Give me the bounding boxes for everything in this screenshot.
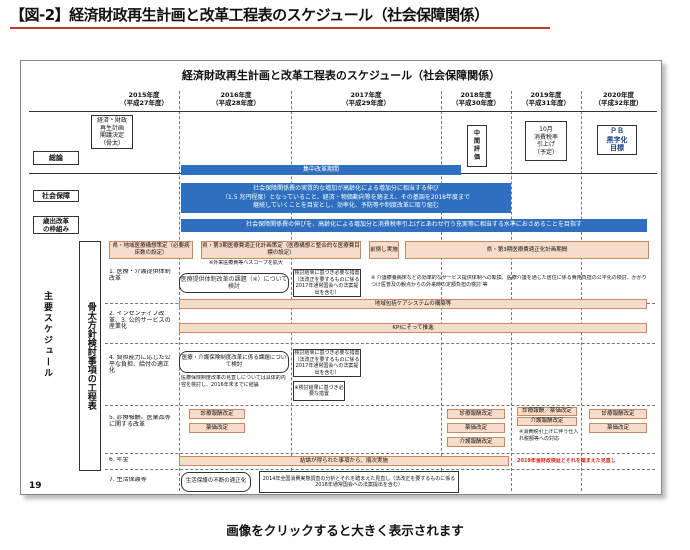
item5-yakka-2020: 薬価改定	[589, 423, 647, 433]
divider	[441, 91, 442, 491]
decision-box: 経済・財政 再生計画 閣議決定 （骨太）	[91, 115, 133, 149]
item5-shinryo-2016: 診療報酬改定	[189, 409, 245, 419]
divider	[581, 91, 582, 491]
item1-box2: 検討結果に基づき必要な措置（法改正を要するものに係る2017年通常国会への法案提…	[293, 269, 361, 297]
year-2016: 2016年度（平成28年度）	[211, 91, 261, 107]
item7-box: 生活保護の不断の適正化	[181, 472, 251, 492]
arrow-chiiki: 県・地域医療構想策定（必要病床数の設定）	[109, 241, 193, 259]
page-title: 【図-2】経済財政再生計画と改革工程表のスケジュール（社会保障関係）	[10, 6, 489, 24]
divider	[291, 91, 292, 491]
slide-image[interactable]: 経済財政再生計画と改革工程表のスケジュール（社会保障関係） 2015年度（平成2…	[20, 60, 662, 495]
saishutsu-label: 歳出改革 の枠組み	[33, 216, 79, 234]
arrow-tekiseika: 県・第3期医療費適正化計画策定（医療構想と整合的な医療費目標の設定）	[201, 241, 361, 259]
item5-shinryo-2020: 診療報酬改定	[589, 409, 647, 419]
row-rule	[105, 405, 655, 406]
shakai-label: 社会保障	[33, 190, 79, 202]
note-hoken: ※外来医療費等へスコープを拡大	[209, 260, 283, 266]
year-2017: 2017年度（平成29年度）	[341, 91, 391, 107]
item5-kaigo-2019: 介護報酬改定	[517, 417, 577, 426]
interim-eval-box: 中 間 評 価	[467, 125, 487, 167]
shakai-policy-box: 社会保障関係費の実質的な増加が高齢化による増加分に相当する伸び （1.5 兆円程…	[181, 183, 511, 213]
divider	[179, 91, 180, 491]
item5-shinryo-2018: 診療報酬改定	[447, 409, 505, 419]
item2-label: 2. インセンティブ改革、3. 公的サービスの産業化	[109, 311, 171, 330]
item1-label: 1. 医療・介護提供体制改革	[109, 269, 171, 282]
item5-yakka-2016: 薬価改定	[189, 423, 245, 433]
box-maedaoshi: 前倒し実施	[369, 241, 399, 259]
year-2018: 2018年度（平成30年度）	[451, 91, 501, 107]
divider	[511, 91, 512, 491]
item5-kaigo-2018: 介護報酬改定	[447, 437, 505, 447]
item6-label: 6. 年金	[109, 457, 129, 463]
year-2020: 2020年度（平成32年度）	[594, 91, 643, 107]
row-rule	[29, 111, 657, 112]
arrow-chiiki-houkatsu: 地域包括ケアシステムの構築等	[179, 299, 647, 309]
note-1: ※ 介護療養病床などの効率的なサービス提供体制への転換、医療介護を通じた居住に係…	[371, 275, 647, 288]
item5-yakka-2018: 薬価改定	[447, 423, 505, 433]
saishutsu-policy-box: 社会保障関係費の伸びを、高齢化による増加分と消費税率引上げとあわせ行う充実等に相…	[181, 219, 647, 232]
row-rule	[105, 343, 655, 344]
item4-label: 4. 負担能力に応じた公平な負担、給付の適正化	[109, 355, 171, 374]
click-to-enlarge-caption[interactable]: 画像をクリックすると大きく表示されます	[226, 523, 464, 538]
item1-box1: 医療提供体制改革の課題（※）について検討	[179, 273, 289, 293]
pb-target-box: ＰＢ 黒字化 目標	[597, 125, 637, 155]
item4-box3: ※検討結果に基づき必要な措置	[293, 381, 345, 401]
tax-hike-box: 10月 消費税率 引上げ （予定）	[525, 121, 567, 161]
main-schedule-label: 主要スケジュール	[42, 291, 52, 379]
item5-label: 5. 診療報酬、医薬品等に関する改革	[109, 415, 171, 428]
year-2019: 2019年度（平成31年度）	[521, 91, 571, 107]
title-rule	[10, 27, 550, 29]
note-4: 医療保険制度改革の見直しについては具体的内容を検討し、2016年末までに結論	[181, 375, 286, 388]
arrow-kpi: KPIにそって推進	[179, 323, 647, 333]
slide-title: 経済財政再生計画と改革工程表のスケジュール（社会保障関係）	[181, 69, 501, 82]
row-rule	[105, 469, 655, 470]
item4-box2: 検討結果に基づき必要な措置（法改正を要するものに係る2017年通常国会への法案提…	[293, 349, 361, 377]
item6-red: 2019年金財政検証とそれを踏まえた見直し	[517, 458, 616, 464]
item5-shinryo-yakka-2019: 診療報酬／薬価改定	[517, 407, 577, 416]
item7-text: 2014年全国消費実態調査の分析とそれを踏まえた見直し（法改正を要するものに係る…	[259, 471, 459, 493]
intensive-period-bar: 集中改革期間	[181, 165, 461, 175]
arrow-kikan: 県・第3期医療費適正化計画期間	[405, 241, 649, 259]
item6-arrow: 結論が得られた事項から、順次実施	[179, 456, 509, 466]
soukatsu-label: 総論	[33, 151, 79, 165]
note-5: ※消費税引上げに伴う仕入れ税額等への対応	[519, 429, 579, 442]
item4-box1: 医療・介護保険制度改革に係る課題について検討	[179, 351, 289, 373]
kento-label: 骨太方針検討事項の工程表	[79, 241, 101, 471]
page-number: 19	[29, 481, 42, 491]
year-2015: 2015年度（平成27年度）	[119, 91, 169, 107]
row-rule	[105, 453, 655, 454]
item7-label: 7. 生活保護等	[109, 477, 147, 483]
